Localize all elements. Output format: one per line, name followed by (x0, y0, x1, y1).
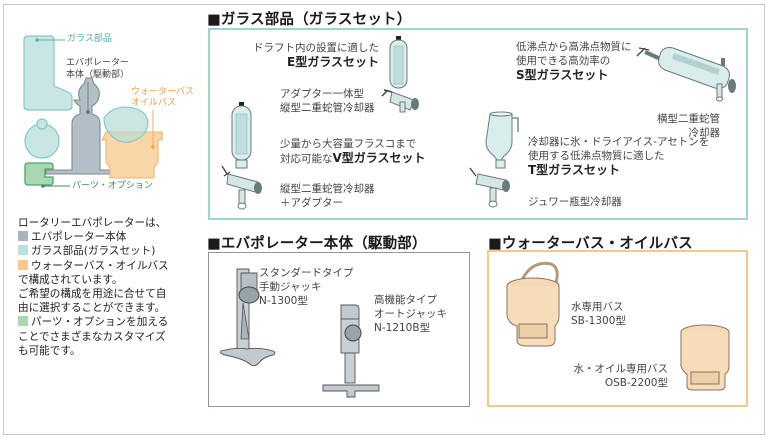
s-set-desc-1: 低沸点から高沸点物質に (516, 41, 632, 53)
desc-line: ご希望の構成を用途に合せて自 (18, 288, 167, 301)
swatch-bath (18, 259, 28, 270)
v-set-desc: 少量から大容量フラスコまで (280, 138, 417, 150)
swatch-evaporator (18, 231, 28, 242)
label-glass-parts: ガラス部品 (67, 34, 112, 44)
t-set-desc-2: 使用する低沸点物質に適した (528, 150, 665, 162)
v-set-prefix: 対応可能な (280, 153, 333, 165)
e-condenser-line1: アダプター一体型 (280, 88, 364, 100)
desc-line-evaporator: エバポレーター本体 (18, 230, 196, 244)
label-evaporator-body-1: エバポレーター (66, 58, 130, 68)
label-bath-1: ウォーターバス (131, 87, 194, 97)
s-set-illustration (636, 47, 736, 102)
oil-bath-name: 水・オイル専用バス (573, 363, 669, 375)
e-condenser-line2: 縦型二重蛇管冷却器 (280, 102, 375, 114)
bath-section-title: ■ウォーターバス・オイルバス (488, 236, 693, 252)
oil-bath-model: OSB-2200型 (604, 377, 668, 389)
advanced-evaporator-illustration (322, 304, 380, 398)
standard-model: N-1300型 (259, 295, 308, 307)
advanced-model: N-1210B型 (374, 322, 431, 334)
standard-jack: 手動ジャッキ (259, 281, 322, 293)
evaporator-section-box: スタンダードタイプ 手動ジャッキ N-1300型 高機能タイプ オートジャッキ … (208, 252, 470, 407)
label-parts-options: パーツ・オプション (72, 181, 153, 191)
water-bath-name: 水専用バス (571, 301, 624, 313)
standard-evaporator-illustration (220, 268, 276, 367)
advanced-jack: オートジャッキ (374, 308, 447, 320)
t-set-illustration (469, 111, 519, 208)
desc-line: ことでさまざまなカスタマイズ (18, 330, 166, 343)
desc-line-bath: ウォーターバス・オイルバス (18, 259, 196, 273)
e-set-name: E型ガラスセット (287, 55, 379, 69)
v-set-name-line: 対応可能なV型ガラスセット (280, 151, 426, 166)
v-set-illustration (221, 102, 262, 210)
bath-section-box: 水専用バス SB-1300型 水・オイル専用バス OSB-2200型 (487, 250, 748, 407)
desc-line: ロータリーエバポレーターは、 (18, 217, 167, 229)
desc-line: 由に選択することができます。 (18, 302, 166, 315)
s-condenser-line2: 冷却器 (688, 127, 721, 139)
desc-line: で構成されています。 (18, 273, 123, 286)
glass-section-box: ドラフト内の設置に適した E型ガラスセット アダプター一体型 縦型二重蛇管冷却器… (208, 28, 748, 220)
s-set-desc-2: 使用できる高効率の (516, 55, 611, 67)
swatch-parts (18, 316, 28, 327)
t-set-desc-1: 冷却器に氷・ドライアイス-アセトンを (528, 136, 710, 148)
s-condenser-line1: 横型二重蛇管 (657, 113, 720, 125)
oil-bath-illustration (680, 324, 730, 391)
swatch-glass (18, 245, 28, 256)
water-bath-model: SB-1300型 (571, 315, 626, 327)
desc-line-glass: ガラス部品(ガラスセット) (18, 244, 196, 258)
glass-section-title: ■ガラス部品（ガラスセット） (207, 12, 412, 28)
desc-line-parts: パーツ・オプションを加える (18, 315, 196, 329)
advanced-type: 高機能タイプ (374, 294, 437, 306)
t-set-name: T型ガラスセット (528, 163, 620, 177)
desc-line: も可能です。 (18, 344, 81, 357)
e-set-illustration (381, 36, 419, 113)
label-bath-2: オイルバス (131, 98, 177, 108)
evaporator-overview-illustration (23, 35, 163, 188)
v-condenser-line1: 縦型二重蛇管冷却器 (280, 183, 375, 195)
t-condenser: ジュワー瓶型冷却器 (528, 196, 622, 208)
water-bath-illustration (506, 261, 560, 347)
v-condenser-line2: ＋アダプター (280, 197, 343, 209)
v-set-name: V型ガラスセット (332, 151, 426, 165)
e-set-desc: ドラフト内の設置に適した (253, 42, 379, 54)
s-set-name: S型ガラスセット (516, 68, 609, 82)
overview-description: ロータリーエバポレーターは、 エバポレーター本体 ガラス部品(ガラスセット) ウ… (18, 216, 196, 358)
evaporator-section-title: ■エバポレーター本体（駆動部） (207, 236, 427, 252)
standard-type: スタンダードタイプ (259, 267, 354, 279)
label-evaporator-body-2: 本体（駆動部） (66, 70, 130, 80)
